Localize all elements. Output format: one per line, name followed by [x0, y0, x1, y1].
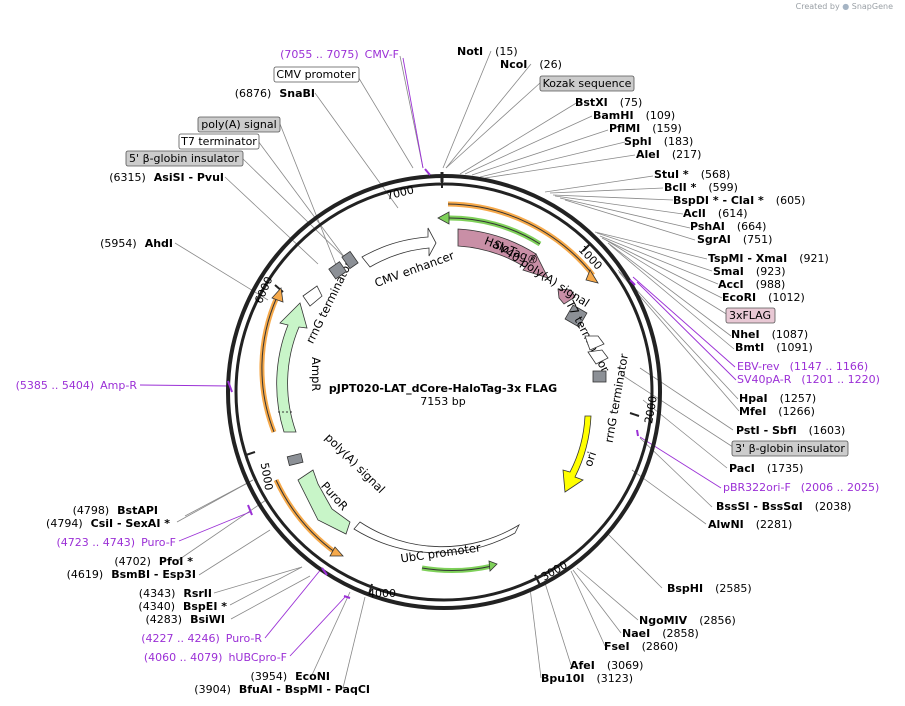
ori-label: ori — [581, 450, 599, 469]
plasmid-name: pJPT020-LAT_dCore-HaloTag-3x FLAG — [329, 382, 557, 395]
site-bsssi: BssSI - BssSαI(2038) — [716, 500, 851, 513]
right-labels: NotI(15) NcoI(26) Kozak sequence BstXI(7… — [457, 45, 880, 685]
rrng-terminator-right-arrow — [584, 335, 605, 351]
primer-hubcpro-f: (4060 .. 4079)hUBCpro-F — [144, 651, 287, 664]
site-smai: SmaI(923) — [713, 265, 786, 278]
primer-puro-f: (4723 .. 4743)Puro-F — [57, 536, 177, 549]
t7-terminator-box-label — [178, 133, 260, 150]
site-nhei: NheI(1087) — [731, 328, 808, 341]
primer-cmv-f: (7055 .. 7075)CMV-F — [280, 48, 399, 61]
small-gray-box-left — [286, 452, 304, 467]
site-econi: (3954)EcoNI — [251, 670, 330, 683]
site-fsei: FseI(2860) — [604, 640, 678, 653]
site-pshai: PshAI(664) — [690, 220, 766, 233]
site-alwni: AlwNI(2281) — [708, 518, 792, 531]
site-sgrai: SgrAI(751) — [697, 233, 772, 246]
site-bamhi: BamHI(109) — [593, 109, 675, 122]
snapgene-logo-icon: ● — [842, 2, 850, 11]
left-labels: (7055 .. 7075)CMV-F CMV promoter (6876)S… — [16, 48, 399, 696]
tick-2000: 2000 — [642, 395, 660, 425]
site-tspmi-xmai: TspMI - XmaI(921) — [708, 252, 829, 265]
site-ahdi: (5954)AhdI — [100, 237, 173, 250]
beta-globin-5-label: 5' β-globin insulator — [129, 152, 239, 165]
beta-globin-3-label: 3' β-globin insulator — [735, 442, 845, 455]
polya-signal-label: poly(A) signal — [201, 118, 276, 131]
cmv-enhancer-feature — [361, 227, 437, 268]
credit-brand: SnapGene — [851, 2, 893, 11]
site-bspdi-clai: BspDI * - ClaI *(605) — [673, 194, 805, 207]
3xflag-box — [725, 307, 776, 324]
cmv-promoter-box — [273, 66, 360, 83]
site-mfei: MfeI(1266) — [739, 405, 815, 418]
site-stui: StuI *(568) — [654, 168, 730, 181]
3xflag-label: 3xFLAG — [729, 309, 771, 322]
ampr-label: AmpR — [309, 357, 323, 391]
site-psti-sbfi: PstI - SbfI(1603) — [736, 424, 845, 437]
polya-signal-box — [197, 116, 281, 133]
site-bsphi: BspHI(2585) — [667, 582, 752, 595]
credit-prefix: Created by — [795, 2, 840, 11]
site-bstxi: BstXI(75) — [575, 96, 642, 109]
site-ngomiv: NgoMIV(2856) — [639, 614, 736, 627]
site-bstapi: (4798)BstAPI — [73, 504, 158, 517]
site-acli: AclI(614) — [683, 207, 748, 220]
beta-globin-3-box — [731, 440, 849, 457]
site-snabi: (6876)SnaBI — [235, 87, 315, 100]
site-noti: NotI(15) — [457, 45, 518, 58]
site-naei: NaeI(2858) — [622, 627, 699, 640]
snapgene-credit: Created by ● SnapGene — [796, 2, 893, 11]
site-bspei: (4340)BspEI * — [138, 600, 227, 613]
backbone-inner — [234, 182, 654, 602]
kozak-label: Kozak sequence — [543, 77, 632, 90]
primer-sv40pa-r: SV40pA-R(1201 .. 1220) — [737, 373, 880, 386]
tick-7000: 7000 — [385, 183, 415, 202]
t7-terminator-label: T7 terminator — [180, 135, 257, 148]
site-bsmbi-esp3i: (4619)BsmBI - Esp3I — [67, 568, 196, 581]
site-ncoi: NcoI(26) — [500, 58, 562, 71]
site-bpu10i: Bpu10I(3123) — [541, 672, 633, 685]
site-pfoi: (4702)PfoI * — [114, 555, 193, 568]
site-bsiwi: (4283)BsiWI — [145, 613, 225, 626]
site-csii-sexai: (4794)CsiI - SexAI * — [46, 517, 170, 530]
tick-4000: 4000 — [368, 587, 396, 600]
backbone-outer — [226, 174, 662, 610]
puror-feature — [297, 469, 351, 535]
site-alei: AleI(217) — [636, 148, 701, 161]
site-ecori: EcoRI(1012) — [722, 291, 805, 304]
site-hpai: HpaI(1257) — [739, 392, 816, 405]
kozak-box — [539, 75, 635, 92]
site-acci: AccI(988) — [718, 278, 785, 291]
site-asisi-pvui: (6315)AsiSI - PvuI — [109, 171, 224, 184]
sv40-polya-arrow — [557, 288, 576, 305]
tick-5000: 5000 — [258, 462, 276, 492]
ampr-feature — [276, 302, 308, 433]
primer-pbr322ori-f: pBR322ori-F(2006 .. 2025) — [723, 481, 879, 494]
primer-ebv-rev: EBV-rev(1147 .. 1166) — [737, 360, 868, 373]
cmv-promoter-label: CMV promoter — [276, 68, 356, 81]
rrng-terminator-left-arrow — [302, 285, 323, 307]
small-gray-box-right — [592, 370, 607, 383]
tick-6000: 6000 — [252, 275, 275, 306]
polya-gray-box — [328, 261, 347, 280]
ubc-promoter-feature — [353, 521, 520, 554]
site-sphi: SphI(183) — [624, 135, 693, 148]
site-afei: AfeI(3069) — [570, 659, 643, 672]
primer-amp-r: (5385 .. 5404)Amp-R — [16, 379, 138, 392]
site-bmti: BmtI(1091) — [735, 341, 813, 354]
site-pflmi: PflMI(159) — [609, 122, 682, 135]
plasmid-size: 7153 bp — [420, 395, 465, 408]
site-bfuai-bspmi-paqci: (3904)BfuAI - BspMI - PaqCI — [194, 683, 370, 696]
t7-gray-box — [341, 250, 359, 270]
t7-terminator-box — [564, 304, 588, 328]
primer-ticks — [227, 279, 639, 599]
site-paci: PacI(1735) — [729, 462, 803, 475]
site-bcli: BclI *(599) — [664, 181, 738, 194]
beta-globin-5-box — [125, 150, 244, 167]
ori-feature — [562, 415, 592, 493]
site-rsrii: (4343)RsrII — [139, 587, 212, 600]
primer-puro-r: (4227 .. 4246)Puro-R — [141, 632, 262, 645]
